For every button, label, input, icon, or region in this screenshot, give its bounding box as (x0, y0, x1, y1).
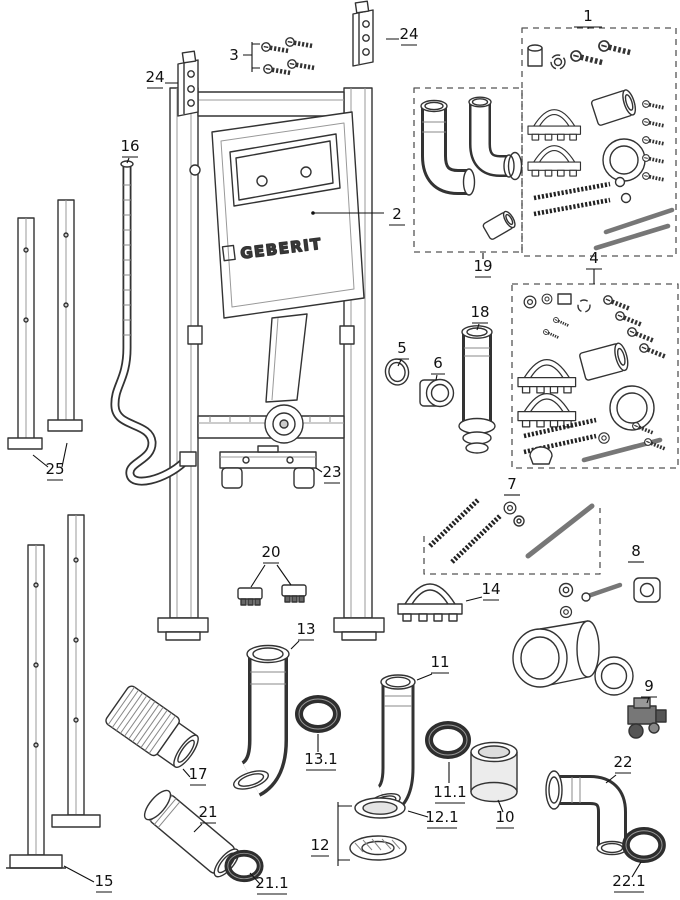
rails-25 (7, 199, 83, 450)
label-10: 10 (495, 808, 514, 826)
label-13: 13 (296, 620, 315, 638)
label-8: 8 (631, 542, 641, 560)
label-25: 25 (45, 460, 64, 478)
label-23: 23 (322, 463, 341, 481)
label-22: 22 (613, 753, 632, 771)
screw-set-3 (261, 37, 315, 77)
seal-11-1 (429, 725, 467, 755)
filling-hose-16 (110, 160, 197, 486)
label-1: 1 (583, 7, 593, 25)
elbow-22 (545, 770, 628, 856)
label-13-1: 13.1 (304, 750, 337, 768)
bellows-17 (105, 685, 199, 768)
label-16: 16 (120, 137, 139, 155)
label-15: 15 (94, 872, 113, 890)
group-box-4 (511, 283, 679, 469)
label-20: 20 (261, 543, 280, 561)
gasket-set-12 (349, 797, 407, 861)
label-2: 2 (392, 205, 402, 223)
label-11-1: 11.1 (433, 783, 466, 801)
pipe-bracket-14 (397, 583, 463, 622)
label-5: 5 (397, 339, 407, 357)
label-19: 19 (473, 257, 492, 275)
part-labels: 1 2 3 4 5 6 7 8 9 10 11 11.1 12 12.1 13 … (45, 7, 653, 892)
group-box-1 (521, 27, 677, 257)
label-9: 9 (644, 677, 654, 695)
seal-13-1 (299, 699, 337, 729)
leader-lines (32, 26, 657, 895)
label-4: 4 (589, 249, 599, 267)
elbow-11 (369, 674, 416, 815)
elbow-13 (233, 644, 290, 797)
label-11: 11 (430, 653, 449, 671)
flush-pipe-18 (458, 325, 496, 454)
support-bracket-23 (219, 445, 317, 489)
mounting-frame (157, 87, 385, 641)
label-6: 6 (433, 354, 443, 372)
sleeve-10 (470, 741, 518, 803)
label-22-1: 22.1 (612, 872, 645, 890)
label-17: 17 (188, 765, 207, 783)
rails-15 (6, 514, 101, 869)
clips-20 (237, 584, 307, 606)
seal-22-1 (626, 831, 662, 860)
label-21-1: 21.1 (255, 874, 288, 892)
wall-bracket-24-right (352, 0, 374, 67)
group-8 (512, 577, 661, 696)
group-box-19 (413, 87, 523, 253)
label-12-1: 12.1 (425, 808, 458, 826)
label-14: 14 (481, 580, 500, 598)
label-18: 18 (470, 303, 489, 321)
flush-bend (265, 313, 308, 403)
seal-5 (384, 358, 410, 386)
label-3: 3 (229, 46, 239, 64)
label-24-left: 24 (145, 68, 164, 86)
actuator-unit-9 (627, 697, 667, 739)
outlet-flange (264, 404, 304, 444)
connector-6 (419, 378, 455, 408)
cistern: GEBERIT (211, 111, 365, 319)
wall-bracket-24-left (177, 50, 199, 117)
group-7 (423, 498, 601, 575)
label-12: 12 (310, 836, 329, 854)
label-24-right: 24 (399, 25, 418, 43)
label-21: 21 (198, 803, 217, 821)
label-7: 7 (507, 475, 517, 493)
